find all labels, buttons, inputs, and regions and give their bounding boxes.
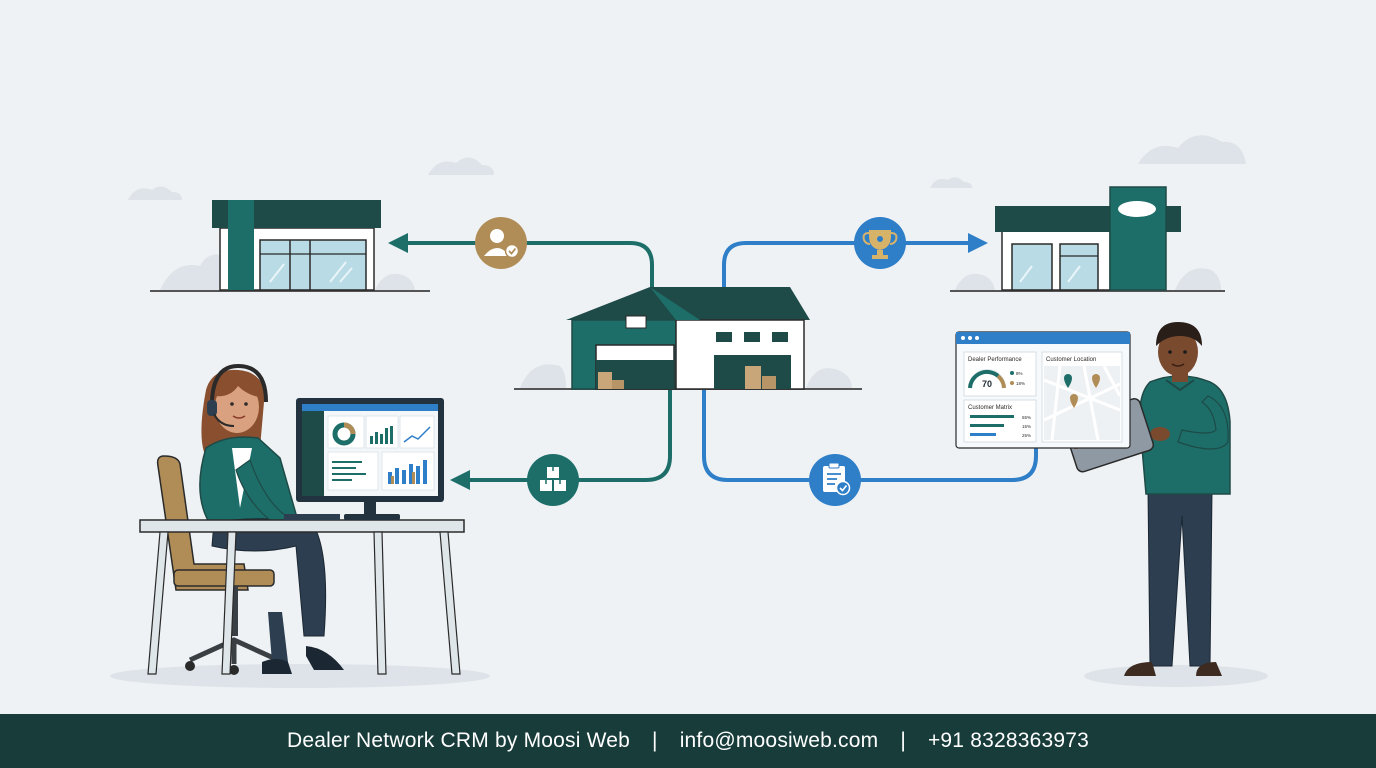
trophy-icon bbox=[854, 217, 906, 269]
gauge-value: 70 bbox=[982, 379, 992, 389]
map-pin-icon-2 bbox=[1092, 374, 1100, 388]
arrow-right-top-icon bbox=[968, 233, 988, 253]
map-pin-icon bbox=[1064, 374, 1072, 388]
footer-bar: Dealer Network CRM by Moosi Web | info@m… bbox=[0, 714, 1376, 768]
warehouse bbox=[514, 287, 862, 390]
user-check-icon bbox=[475, 217, 527, 269]
boxes-icon bbox=[527, 454, 579, 506]
matrix-row-3-value: 25% bbox=[1022, 433, 1031, 438]
footer-phone[interactable]: +91 8328363973 bbox=[927, 729, 1090, 752]
flow-line-field-rep bbox=[702, 388, 1038, 482]
footer-brand: Dealer Network CRM by Moosi Web bbox=[286, 729, 631, 752]
dealer-store-left bbox=[150, 200, 430, 292]
arrow-left-top-icon bbox=[388, 233, 408, 253]
map-pin-icon-3 bbox=[1070, 394, 1078, 408]
footer-separator: | bbox=[652, 729, 658, 752]
employee-at-desk bbox=[110, 363, 490, 688]
flow-line-dealer-right bbox=[722, 241, 975, 288]
customer-location-title: Customer Location bbox=[1046, 357, 1096, 363]
illustration-scene: Dealer Performance 70 8% 18% Customer Lo… bbox=[110, 135, 1268, 688]
matrix-row-1-value: 65% bbox=[1022, 415, 1031, 420]
clipboard-check-icon bbox=[809, 454, 861, 506]
field-rep-with-tablet bbox=[1062, 322, 1268, 687]
arrow-left-bottom-icon bbox=[450, 470, 470, 490]
dealer-store-right bbox=[950, 186, 1225, 292]
crm-dashboard-panel: Dealer Performance 70 8% 18% Customer Lo… bbox=[955, 331, 1131, 449]
footer-separator: | bbox=[900, 729, 906, 752]
flow-lines bbox=[400, 241, 1038, 482]
legend-value-2: 18% bbox=[1016, 381, 1025, 386]
customer-matrix-title: Customer Matrix bbox=[968, 405, 1012, 411]
flow-line-dealer-left bbox=[400, 241, 654, 288]
footer-email[interactable]: info@moosiweb.com bbox=[679, 729, 879, 752]
legend-value-1: 8% bbox=[1016, 371, 1023, 376]
matrix-row-2-value: 15% bbox=[1022, 424, 1031, 429]
arrowheads bbox=[388, 233, 988, 490]
dealer-performance-title: Dealer Performance bbox=[968, 357, 1022, 363]
clouds bbox=[128, 135, 1246, 200]
flow-line-employee bbox=[462, 388, 672, 482]
